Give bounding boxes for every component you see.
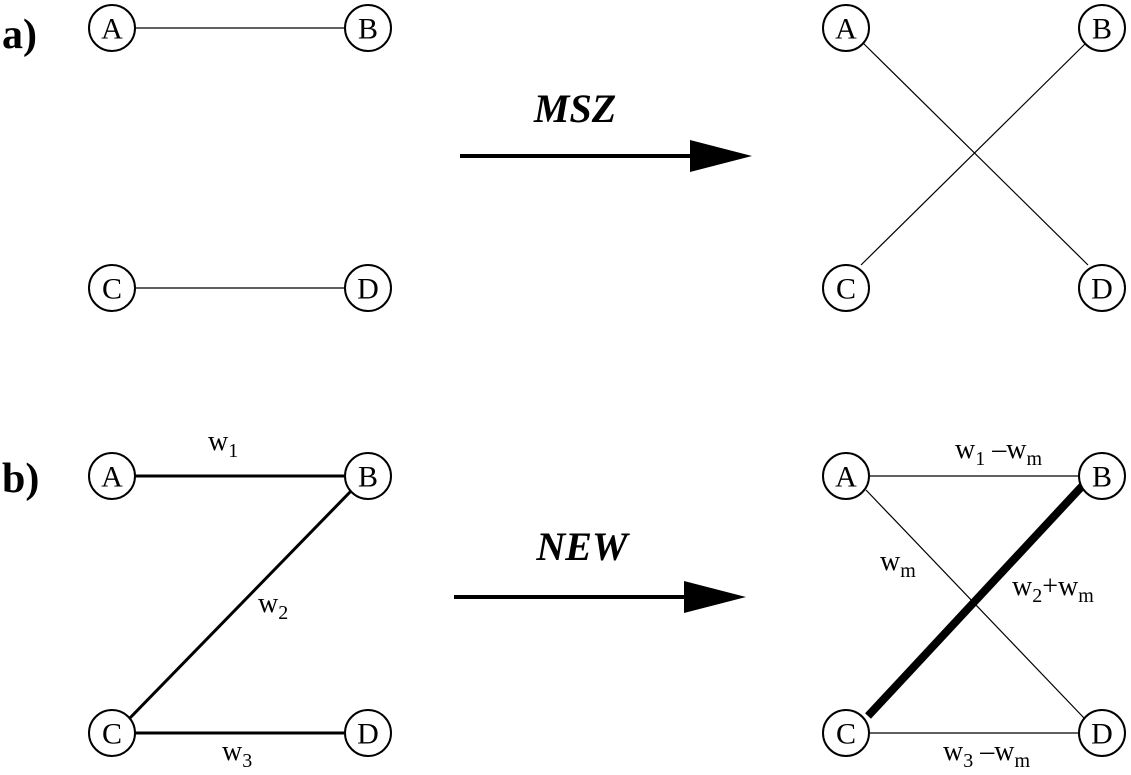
node-b-right-C: C [822,709,870,757]
node-label: A [101,461,123,494]
weight-wm: wm [880,546,916,582]
edge-b-right-cb [865,480,1088,719]
arrow-label-new: NEW [535,524,630,569]
edge-b-left-bc [126,488,354,722]
node-b-right-A: A [822,452,870,500]
node-b-left-D: D [344,709,392,757]
edge-a-right-cb [860,40,1089,266]
node-label: B [358,461,378,494]
node-label: C [102,273,122,306]
panel-b-label: b) [2,456,39,502]
arrow-label-msz: MSZ [533,86,616,131]
node-a-right-C: C [822,264,870,312]
weight-w2: w2 [258,588,288,624]
node-label: D [357,718,379,751]
weight-w1: w1 [208,426,238,462]
node-a-right-D: D [1078,264,1126,312]
panel-a: a) A B C D MSZ [2,4,1126,312]
node-label: D [1091,718,1113,751]
node-label: B [358,13,378,46]
node-label: C [836,273,856,306]
node-a-right-B: B [1078,4,1126,52]
node-b-left-B: B [344,452,392,500]
weight-w2-plus-wm: w2+wm [1012,571,1094,607]
node-a-left-A: A [88,4,136,52]
node-a-right-A: A [822,4,870,52]
node-label: A [835,461,857,494]
node-label: D [357,273,379,306]
node-label: C [836,718,856,751]
weight-w3: w3 [222,736,252,772]
node-label: C [102,718,122,751]
panel-b: b) w1 w2 w3 A B C D NEW [2,426,1126,772]
node-a-left-D: D [344,264,392,312]
weight-w1-minus-wm: w1 –wm [955,434,1042,470]
node-label: A [101,13,123,46]
weight-w3-minus-wm: w3 –wm [943,736,1030,772]
node-a-left-C: C [88,264,136,312]
node-b-left-C: C [88,709,136,757]
node-b-right-B: B [1078,452,1126,500]
arrow-b [454,581,746,613]
node-a-left-B: B [344,4,392,52]
node-label: D [1091,273,1113,306]
node-label: B [1092,13,1112,46]
node-b-left-A: A [88,452,136,500]
node-b-right-D: D [1078,709,1126,757]
arrow-a [460,140,752,172]
node-label: A [835,13,857,46]
panel-a-label: a) [2,12,37,58]
node-label: B [1092,461,1112,494]
